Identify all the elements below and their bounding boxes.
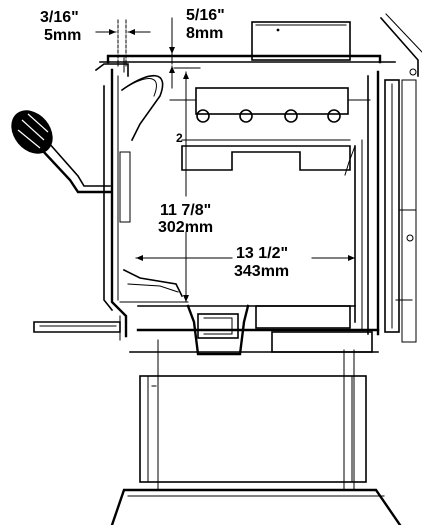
dim-top-left-imperial: 3/16" — [40, 9, 79, 26]
small-mark-label: 2 — [176, 131, 183, 145]
pedestal — [110, 339, 402, 525]
air-manifold — [181, 139, 351, 171]
baffle-board — [169, 87, 371, 123]
dimension-vertical — [173, 67, 201, 303]
dimension-top-left — [95, 19, 151, 67]
dim-top-right-imperial: 5/16" — [186, 7, 225, 24]
door — [94, 63, 189, 338]
top-plate — [99, 21, 396, 73]
dim-top-right-metric: 8mm — [186, 25, 223, 42]
ash-grate — [186, 304, 250, 356]
hearth-shelf — [33, 315, 121, 341]
side-casing — [384, 79, 417, 343]
dim-top-left-metric: 5mm — [44, 27, 81, 44]
dim-vertical-metric: 302mm — [158, 219, 213, 236]
dim-horizontal-metric: 343mm — [234, 263, 289, 280]
firebox — [136, 70, 380, 353]
dim-vertical-imperial: 11 7/8" — [160, 202, 211, 219]
dim-horizontal-imperial: 13 1/2" — [236, 245, 288, 262]
rear-flue — [379, 13, 422, 77]
door-handle[interactable] — [3, 102, 112, 194]
